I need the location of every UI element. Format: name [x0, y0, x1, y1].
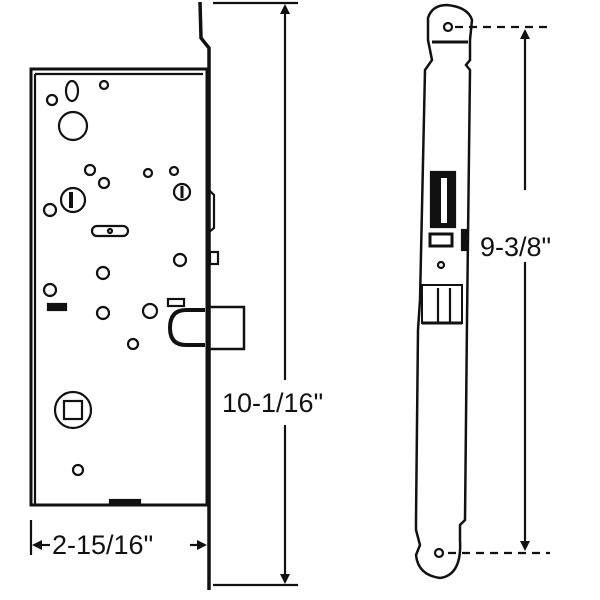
- width-dimension-label: 2-15/16": [52, 530, 154, 560]
- width-dimension-lines: [29, 520, 207, 555]
- height-dimension-label: 10-1/16": [222, 388, 324, 418]
- faceplate-length-label: 9-3/8": [480, 232, 552, 262]
- side-faceplate: [414, 3, 550, 580]
- height-dimension-lines: [213, 1, 298, 587]
- faceplate-edge: [198, 1, 211, 590]
- latch-bolt: [167, 308, 205, 347]
- lock-body: [29, 1, 246, 590]
